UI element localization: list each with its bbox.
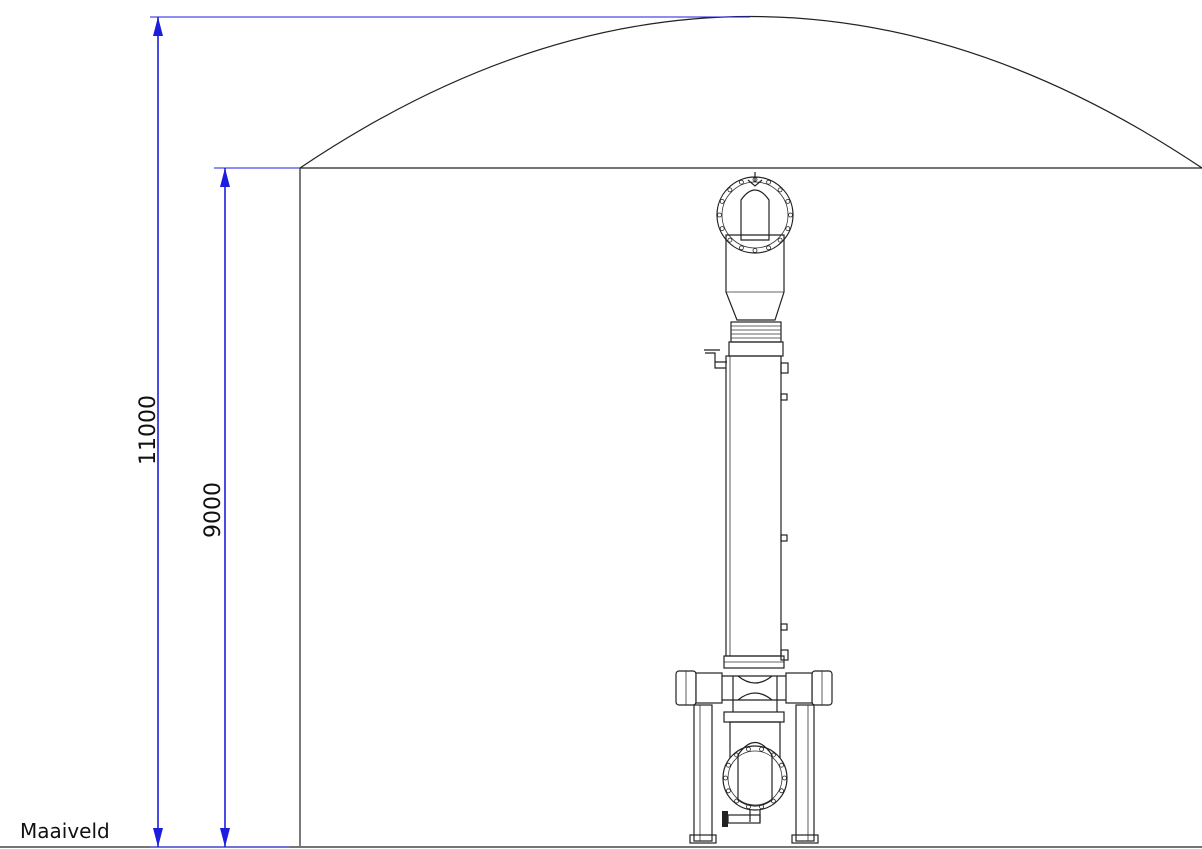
flange-bolt <box>739 245 744 251</box>
tank-dome-roof <box>299 16 1202 169</box>
bottom-flange <box>722 741 788 811</box>
flange-bolt <box>727 237 733 243</box>
flange-bolt <box>723 775 728 781</box>
flange-bolt <box>739 179 744 185</box>
flange-bolt <box>752 248 758 253</box>
flange-bolt <box>777 237 783 243</box>
support-legs <box>689 704 819 844</box>
equipment-column <box>675 172 833 844</box>
arrowhead-top <box>153 17 163 36</box>
tank-outline <box>0 16 1202 848</box>
flange-bolt <box>777 187 783 193</box>
flange-bolt <box>779 762 784 768</box>
flange-bolt <box>785 226 791 231</box>
shell-nozzles <box>780 362 789 661</box>
arrowhead-bottom <box>153 828 163 847</box>
flange-bolt <box>788 212 793 218</box>
flange-bolt <box>759 746 764 752</box>
flange-bolt <box>726 762 731 768</box>
flange-bolt <box>726 788 731 794</box>
dimension-total-height: 11000 <box>136 16 750 847</box>
flange-bolt <box>719 226 725 231</box>
top-flange <box>716 172 794 254</box>
flange-bolt <box>782 775 787 781</box>
flange-bolt <box>719 199 725 204</box>
side-nozzle-left <box>704 349 727 369</box>
flange-bolt <box>779 788 784 794</box>
flange-bolt <box>727 187 733 193</box>
arrowhead-wall-top <box>220 168 230 187</box>
cross-manifold <box>675 670 833 712</box>
flange-bolt <box>766 179 771 185</box>
dimension-label-total: 11000 <box>136 395 161 465</box>
dimension-label-wall: 9000 <box>201 482 226 538</box>
expansion-joint <box>728 321 784 357</box>
ground-level-label: Maaiveld <box>20 819 110 843</box>
arrowhead-wall-bottom <box>220 828 230 847</box>
flange-bolt <box>746 746 751 752</box>
main-shell <box>725 355 782 657</box>
bottom-outlet <box>722 810 761 827</box>
flange-bolt <box>785 199 791 204</box>
dimension-wall-height: 9000 <box>201 167 300 847</box>
flange-bolt <box>717 212 722 218</box>
flange-bolt <box>766 245 771 251</box>
